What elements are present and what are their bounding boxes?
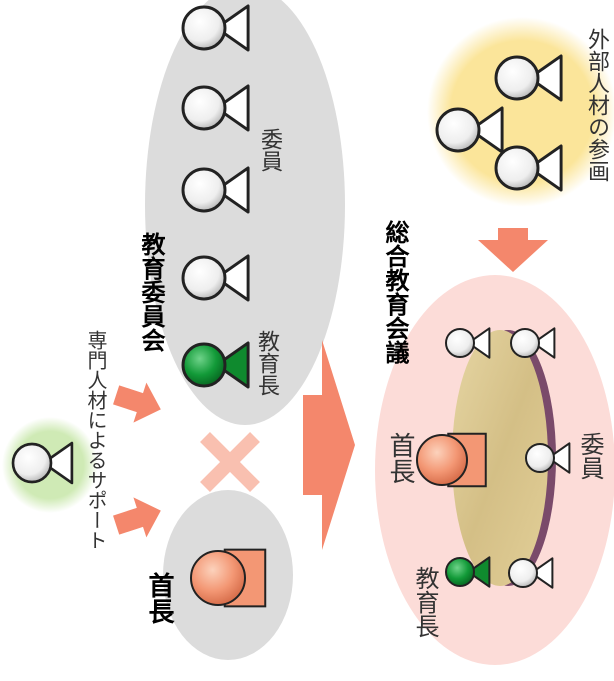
persons [11, 4, 571, 608]
cross-icon [200, 432, 260, 492]
mayor-right-label: 首長 [385, 432, 415, 484]
support-label: 専門人材によるサポート [84, 330, 108, 550]
external-label: 外部人材の参画 [584, 28, 609, 182]
person-icon [181, 4, 250, 52]
conference-label: 総合教育会議 [381, 220, 409, 364]
superintendent-icon [181, 341, 250, 389]
superintendent-top-label: 教育長 [254, 330, 279, 396]
external-glow [427, 17, 614, 207]
person-icon [181, 84, 250, 132]
arrow-icon [303, 340, 355, 550]
person-icon [181, 254, 250, 302]
person-icon [494, 144, 563, 192]
board-label: 教育委員会 [137, 232, 165, 352]
person-icon [435, 106, 504, 154]
person-icon [510, 327, 556, 359]
superintendent-icon [445, 556, 491, 588]
mayor-icon [416, 432, 487, 488]
arrow-icon [478, 228, 548, 272]
members-top-label: 委員 [257, 128, 282, 172]
person-icon [508, 557, 554, 589]
arrow-icon [113, 382, 161, 538]
person-icon [181, 166, 250, 214]
person-icon [445, 327, 491, 359]
person-icon [494, 54, 563, 102]
round-table-icon [452, 330, 556, 586]
person-icon [525, 442, 571, 474]
person-icon [11, 441, 74, 485]
mayor-left-label: 首長 [144, 572, 174, 624]
members-right-label: 委員 [576, 432, 604, 480]
mayor-icon [190, 548, 267, 608]
superintendent-right-label: 教育長 [411, 566, 439, 638]
